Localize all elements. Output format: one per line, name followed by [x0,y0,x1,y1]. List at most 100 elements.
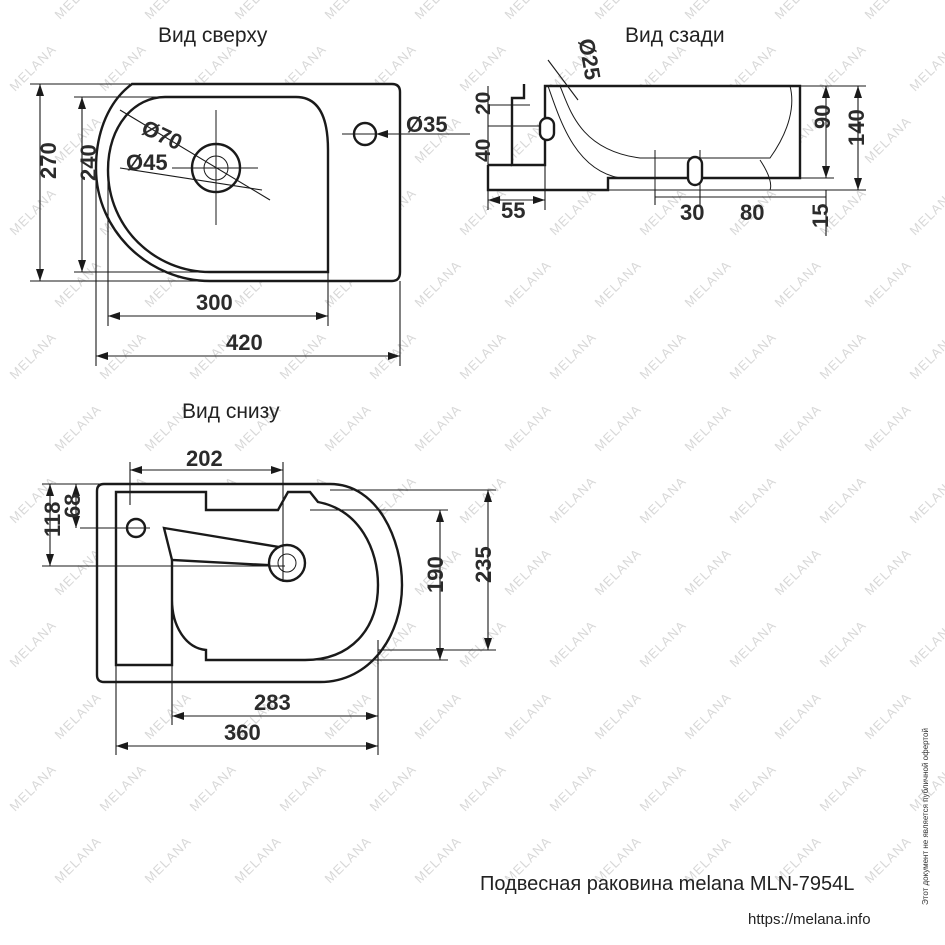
watermark-text: MELANA [817,329,870,382]
watermark-text: MELANA [7,329,60,382]
watermark-text: MELANA [412,401,465,454]
back-view-label-hole: Ø25 [574,36,606,81]
watermark-text: MELANA [412,257,465,310]
watermark-text: MELANA [502,257,555,310]
watermark-text: MELANA [502,0,555,22]
back-view: Вид сзади Ø25 20 40 55 90 140 30 80 15 [472,24,869,236]
watermark-text: MELANA [637,329,690,382]
bottom-view-title: Вид снизу [182,400,280,423]
watermark-text: MELANA [727,761,780,814]
watermark-text: MELANA [862,833,915,886]
watermark-text: MELANA [7,761,60,814]
watermark-text: MELANA [322,833,375,886]
watermark-text: MELANA [7,617,60,670]
back-view-title: Вид сзади [625,24,725,47]
bottom-view-label-inner-depth: 190 [423,556,448,593]
watermark-text: MELANA [322,401,375,454]
top-view: Вид сверху Ø70 Ø45 Ø35 [30,24,470,366]
top-view-label-total-width: 420 [226,330,263,355]
back-view-drain-hole [686,155,704,187]
watermark-text: MELANA [862,0,915,22]
back-view-label-drain-bottom: 15 [808,204,833,228]
back-view-dim-arrows [488,86,862,204]
watermark-text: MELANA [502,401,555,454]
disclaimer-text: Этот документ не является публичной офер… [921,728,930,905]
watermark-text: MELANA [862,545,915,598]
watermark-text: MELANA [862,113,915,166]
watermark-text: MELANA [7,41,60,94]
watermark-text: MELANA [277,761,330,814]
watermark-text: MELANA [592,0,645,22]
top-view-label-drain: Ø45 [126,150,168,175]
watermark-text: MELANA [592,545,645,598]
watermark-text: MELANA [772,0,825,22]
watermark-text: MELANA [412,833,465,886]
watermark-text: MELANA [547,761,600,814]
top-view-label-tap-hole: Ø35 [406,112,448,137]
bottom-view-label-outer-depth: 235 [471,546,496,583]
watermark-text: MELANA [817,473,870,526]
watermark-text: MELANA [412,689,465,742]
watermark-text: MELANA [547,185,600,238]
back-view-overflow-hole [538,116,556,142]
watermark-text: MELANA [52,0,105,22]
watermark-text: MELANA [862,401,915,454]
watermark-text: MELANA [592,257,645,310]
bottom-view-label-tap-depth: 118 [40,502,65,538]
bottom-view-label-tap-offset: 68 [60,494,85,518]
bottom-view: Вид снизу 202 68 118 190 235 283 360 [40,400,496,755]
top-view-drain-leader [119,167,263,191]
bottom-view-label-slot-width: 202 [186,446,223,471]
watermark-text: MELANA [502,545,555,598]
watermark-text: MELANA [232,833,285,886]
watermark-text: MELANA [457,761,510,814]
watermark-text: MELANA [457,41,510,94]
back-view-label-left-offset: 55 [501,198,525,223]
bottom-view-inner-outline [114,490,380,667]
watermark-text: MELANA [97,761,150,814]
bottom-view-drain-inner [277,553,297,573]
back-view-label-hole-height: 40 [472,139,495,162]
watermark-text: MELANA [772,401,825,454]
watermark-text: MELANA [457,617,510,670]
watermark-text: MELANA [907,329,945,382]
watermark-text: MELANA [637,617,690,670]
watermark-text: MELANA [142,833,195,886]
watermark-text: MELANA [592,401,645,454]
watermark-text: MELANA [772,689,825,742]
watermark-text: MELANA [727,617,780,670]
watermark-text: MELANA [682,257,735,310]
watermark-text: MELANA [412,0,465,22]
watermark-text: MELANA [547,473,600,526]
watermark-text: MELANA [637,473,690,526]
watermark-text: MELANA [817,761,870,814]
watermark-text: MELANA [142,0,195,22]
back-view-label-drain-width: 80 [740,200,764,225]
watermark-text: MELANA [682,545,735,598]
watermark-text: MELANA [907,185,945,238]
bottom-view-drain-outer [267,543,307,583]
watermark-text: MELANA [907,473,945,526]
back-view-drain-pipe [547,85,772,191]
top-view-label-depth-bowl: 240 [76,144,101,181]
watermark-text: MELANA [862,257,915,310]
product-title: Подвесная раковина melana MLN-7954L [480,873,854,895]
top-view-title: Вид сверху [158,24,268,47]
watermark-text: MELANA [547,329,600,382]
watermark-text: MELANA [502,689,555,742]
watermark-text: MELANA [682,401,735,454]
watermark-text: MELANA [682,689,735,742]
back-view-label-top-offset: 20 [472,92,495,115]
website-link[interactable]: https://melana.info [748,911,871,928]
back-view-label-drain-offset: 30 [680,200,704,225]
watermark-text: MELANA [772,545,825,598]
bottom-view-label-outer-width: 360 [224,720,261,745]
watermark-text: MELANA [7,185,60,238]
watermark-text: MELANA [592,689,645,742]
back-view-label-bowl-height: 90 [810,105,835,129]
watermark-text: MELANA [907,41,945,94]
top-view-overflow-leader [119,109,271,201]
back-view-hole-leader [547,59,579,101]
watermark-text: MELANA [322,0,375,22]
